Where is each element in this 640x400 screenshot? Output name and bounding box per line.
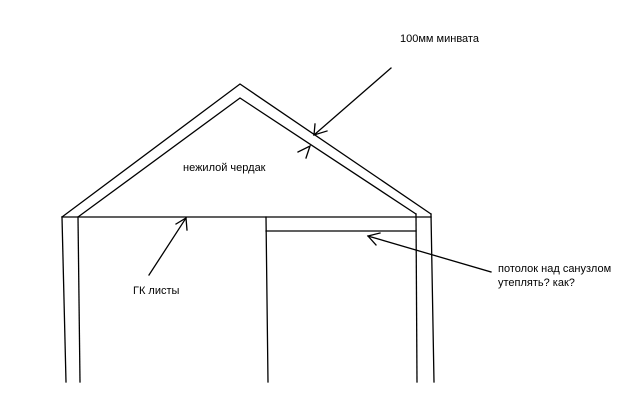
gk-pointer <box>148 216 188 276</box>
ceiling-arrowhead <box>366 232 381 246</box>
gk-pointer-line <box>148 217 187 276</box>
roof-inner-pointer <box>297 144 312 159</box>
label-insulation: 100мм минвата <box>400 33 480 45</box>
label-ceiling-line1: потолок над санузлом <box>498 263 611 275</box>
walls <box>61 213 435 383</box>
insulation-pointer <box>313 67 392 136</box>
ceiling-pointer <box>366 232 492 273</box>
bathroom-partition-wall <box>265 216 269 383</box>
right-wall-outer <box>430 213 435 383</box>
left-wall-inner <box>77 216 81 383</box>
label-ceiling-line2: утеплять? как? <box>498 277 575 289</box>
right-wall-inner <box>415 213 418 383</box>
ceiling-pointer-line <box>367 235 492 273</box>
roof-outer-line <box>61 83 432 218</box>
label-gk-sheets: ГК листы <box>133 285 180 297</box>
roof <box>61 83 432 218</box>
insulation-pointer-line <box>313 67 392 136</box>
left-wall-outer <box>61 216 67 383</box>
insulation-arrowhead <box>313 123 328 136</box>
gk-arrowhead <box>175 216 188 231</box>
roof-inner-line <box>77 97 417 218</box>
bathroom <box>265 216 417 383</box>
label-attic: нежилой чердак <box>183 162 266 174</box>
roof-inner-arrowhead <box>297 144 312 159</box>
